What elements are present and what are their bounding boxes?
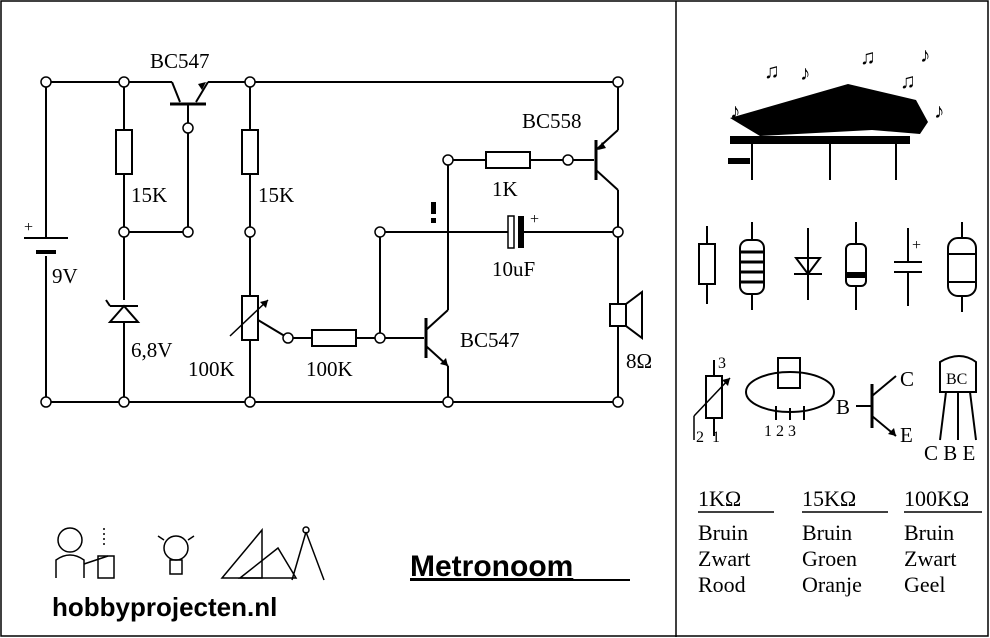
svg-text:♫: ♫: [860, 45, 876, 69]
page-title: Metronoom: [410, 550, 573, 583]
svg-text:♫: ♫: [764, 59, 780, 83]
r1-label: 15K: [131, 183, 167, 207]
q2-label: BC558: [522, 109, 582, 133]
zener-diode: [105, 299, 141, 323]
battery-plus: +: [24, 219, 33, 236]
junction-nodes: [40, 76, 624, 408]
transistor-pin-b: B: [836, 395, 850, 419]
legend-cap-plus: +: [912, 237, 921, 254]
cc-value-1: 1KΩ: [698, 486, 741, 511]
q3-label: BC547: [460, 328, 520, 352]
r3-label: 1K: [492, 177, 518, 201]
svg-text:♪: ♪: [920, 43, 931, 67]
battery-label: 9V: [52, 264, 78, 288]
trimmer-pins: 1 2 3: [764, 423, 796, 440]
cap-plus: +: [530, 211, 539, 228]
legend-capacitor-photo: [947, 237, 977, 297]
cc-1-band-2: Zwart: [698, 546, 751, 571]
legend-pot-symbol: [705, 375, 723, 419]
color-code-table: 1KΩ Bruin Zwart Rood 15KΩ Bruin Groen Or…: [698, 486, 982, 597]
svg-text:♫: ♫: [900, 69, 916, 93]
cc-3-band-1: Bruin: [904, 520, 954, 545]
piano-illustration: ♪ ♫ ♪ ♫ ♫ ♪ ♪: [728, 43, 945, 180]
q1-label: BC547: [150, 49, 210, 73]
cc-2-band-1: Bruin: [802, 520, 852, 545]
set-square-icon: [220, 527, 263, 579]
pot-pin-3: 3: [718, 355, 726, 372]
cc-2-band-2: Groen: [802, 546, 857, 571]
zener-label: 6,8V: [131, 338, 172, 362]
legend-to92-package: [939, 355, 977, 393]
website-name: hobbyprojecten.nl: [52, 592, 277, 622]
transistor-q1: [170, 81, 209, 128]
circuit: + 9V 15K 6,8V BC547: [24, 49, 652, 408]
capacitor: [507, 215, 618, 249]
svg-text:♪: ♪: [934, 99, 945, 123]
cap-label: 10uF: [492, 257, 535, 281]
r2-label: 15K: [258, 183, 294, 207]
warning-mark: [431, 202, 436, 214]
legend-transistor-symbol: [871, 375, 897, 397]
cc-1-band-1: Bruin: [698, 520, 748, 545]
cc-2-band-3: Oranje: [802, 572, 862, 597]
cc-3-band-3: Geel: [904, 572, 946, 597]
legend-diode-symbol: [794, 257, 822, 276]
person-icon: [57, 527, 83, 553]
legend-resistor-symbol: [698, 243, 716, 285]
svg-text:♪: ♪: [800, 61, 811, 85]
component-legend: +: [698, 222, 977, 312]
resistor-r2: [241, 129, 259, 175]
pinout-legend: 3 2 1 1 2 3 B C E BC C B E: [693, 355, 977, 465]
resistor-r4: [311, 329, 357, 347]
resistor-r1: [115, 129, 133, 175]
cc-value-2: 15KΩ: [802, 486, 856, 511]
battery-symbol: [24, 237, 68, 254]
speaker-label: 8Ω: [626, 349, 652, 373]
pot-label: 100K: [188, 357, 235, 381]
package-pins: C B E: [924, 441, 975, 465]
music-note-icon: ♪: [730, 99, 741, 123]
hobby-icons: [55, 526, 325, 581]
cc-1-band-3: Rood: [698, 572, 746, 597]
bulb-icon: [163, 535, 189, 561]
pot-pin-1: 1: [712, 429, 720, 446]
legend-resistor-photo: [739, 239, 765, 295]
transistor-pin-c: C: [900, 367, 914, 391]
package-marking: BC: [946, 371, 967, 388]
r4-label: 100K: [306, 357, 353, 381]
cc-value-3: 100KΩ: [904, 486, 969, 511]
cc-3-band-2: Zwart: [904, 546, 957, 571]
speaker: [609, 290, 643, 402]
transistor-q3: [424, 160, 449, 402]
legend-trimmer-photo: [745, 371, 835, 413]
resistor-r3: [485, 151, 531, 169]
transistor-pin-e: E: [900, 423, 913, 447]
transistor-q2: [594, 82, 619, 296]
chemistry-icon: [97, 555, 115, 579]
pot-pin-2: 2: [696, 429, 704, 446]
legend-diode-photo: [845, 243, 867, 287]
compass-icon: [291, 531, 307, 581]
